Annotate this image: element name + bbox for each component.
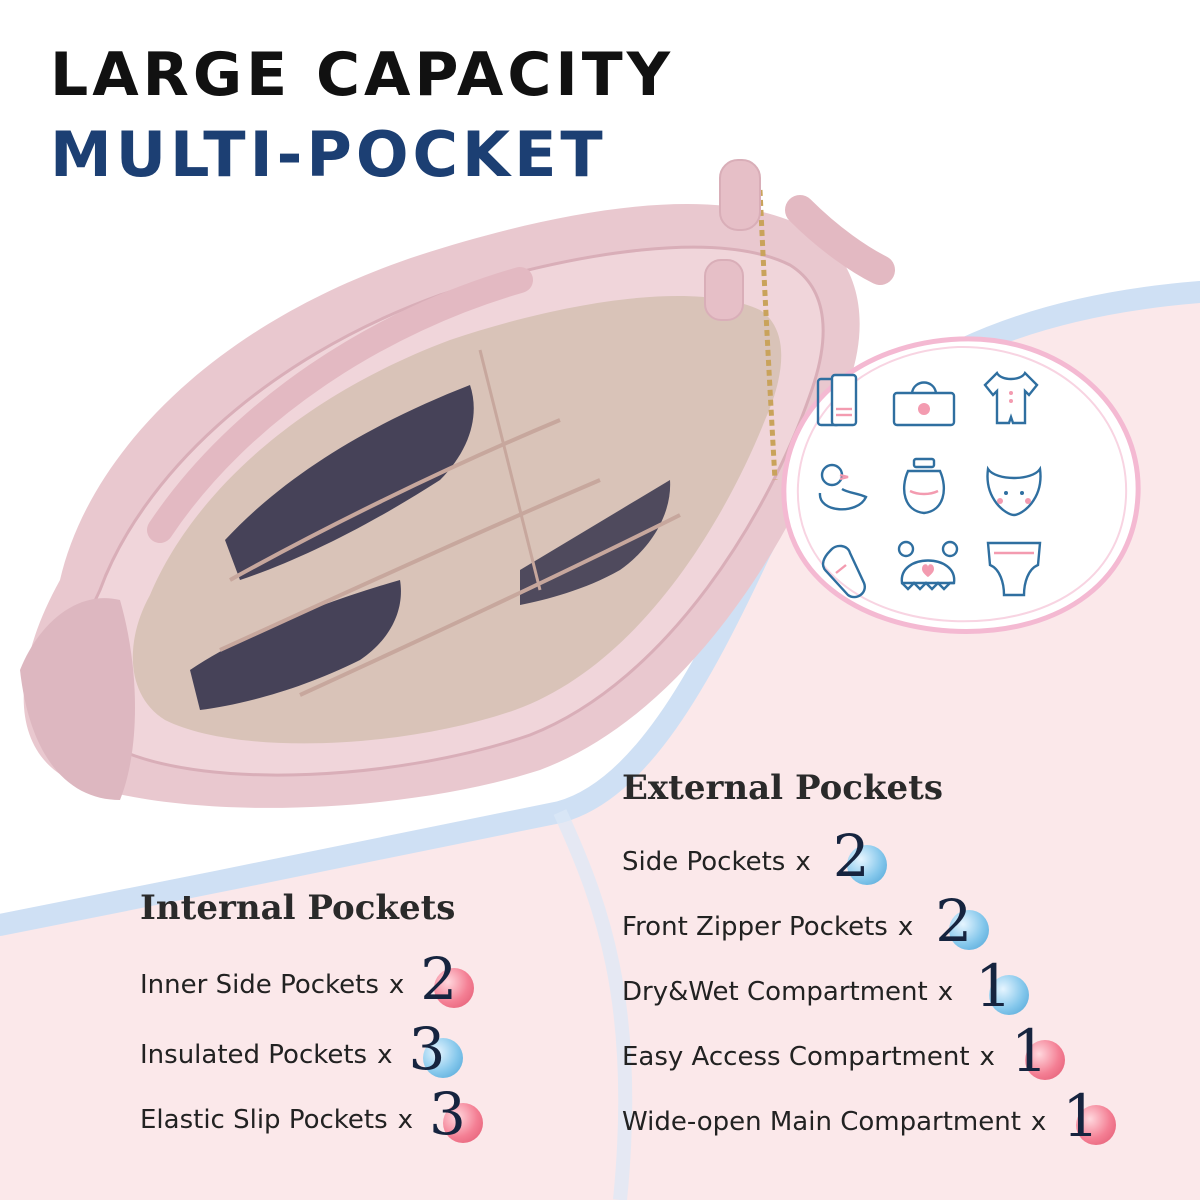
circle-outline xyxy=(781,336,1141,634)
formula-container-icon xyxy=(903,457,945,515)
count-badge: 2 xyxy=(933,890,995,958)
pink-bubble xyxy=(443,1103,484,1143)
pocket-label: Dry&Wet Compartment xyxy=(622,977,928,1007)
external-pocket-row: Easy Access Compartment x 1 xyxy=(622,1020,1071,1088)
internal-pocket-row: Insulated Pockets x 3 xyxy=(140,1018,469,1086)
bag-left-gusset xyxy=(20,598,135,800)
count-badge: 2 xyxy=(831,825,893,893)
pocket-divider-1 xyxy=(229,418,561,582)
zipper-pull-tab xyxy=(719,159,761,231)
baby-items-icon-circle xyxy=(781,336,1141,634)
bear-hat-icon xyxy=(897,540,959,591)
pocket-divider-2 xyxy=(219,478,601,652)
rubber-duck-icon xyxy=(818,463,868,511)
internal-pocket-row: Elastic Slip Pockets x 3 xyxy=(140,1083,489,1151)
multiply-sign: x xyxy=(979,1042,995,1072)
burp-cloth-icon xyxy=(816,373,858,427)
pocket-count: 2 xyxy=(420,945,458,1013)
blue-bubble xyxy=(949,910,990,950)
diaper-bag-illustration xyxy=(20,159,895,808)
pocket-count: 3 xyxy=(408,1015,446,1083)
multiply-sign: x xyxy=(377,1040,393,1070)
pocket-label: Elastic Slip Pockets xyxy=(140,1105,388,1135)
pink-bubble xyxy=(1076,1105,1117,1145)
wipes-box-icon xyxy=(892,381,956,427)
count-badge: 1 xyxy=(1060,1085,1122,1153)
internal-pocket-row: Inner Side Pockets x 2 xyxy=(140,948,480,1016)
headline-large-capacity: LARGE CAPACITY xyxy=(50,40,675,110)
multiply-sign: x xyxy=(795,847,811,877)
pocket-label: Front Zipper Pockets xyxy=(622,912,888,942)
zipper-pull-tab-2 xyxy=(704,259,744,321)
external-pocket-row: Dry&Wet Compartment x 1 xyxy=(622,955,1035,1023)
diaper-icon xyxy=(986,541,1042,597)
inner-pocket-dark-1 xyxy=(225,385,474,580)
pocket-label: Easy Access Compartment xyxy=(622,1042,970,1072)
pocket-label: Wide-open Main Compartment xyxy=(622,1107,1021,1137)
external-pockets-title: External Pockets xyxy=(622,768,944,808)
pocket-divider-3 xyxy=(299,513,681,697)
external-pocket-row: Front Zipper Pockets x 2 xyxy=(622,890,995,958)
external-pocket-row: Wide-open Main Compartment x 1 xyxy=(622,1085,1122,1153)
bib-icon xyxy=(986,465,1042,517)
baby-bottle-icon xyxy=(821,544,866,599)
bag-zipper xyxy=(757,189,778,481)
blue-bubble xyxy=(422,1038,463,1078)
blue-bubble xyxy=(846,845,887,885)
count-badge: 3 xyxy=(427,1083,489,1151)
pocket-count: 1 xyxy=(1062,1082,1100,1150)
count-badge: 1 xyxy=(1009,1020,1071,1088)
pink-bubble xyxy=(1024,1040,1065,1080)
onesie-icon xyxy=(983,370,1039,425)
pocket-count: 3 xyxy=(429,1080,466,1148)
bag-strap-right xyxy=(785,195,895,285)
pocket-label: Insulated Pockets xyxy=(140,1040,368,1070)
pocket-label: Side Pockets xyxy=(622,847,786,877)
pocket-count: 2 xyxy=(832,822,870,890)
headline-multi-pocket: MULTI-POCKET xyxy=(50,118,607,191)
external-pocket-row: Side Pockets x 2 xyxy=(622,825,893,893)
count-badge: 2 xyxy=(418,948,480,1016)
multiply-sign: x xyxy=(1030,1107,1047,1137)
pocket-count: 1 xyxy=(975,952,1013,1020)
pocket-count: 2 xyxy=(935,887,973,955)
multiply-sign: x xyxy=(397,1105,414,1135)
multiply-sign: x xyxy=(937,977,954,1007)
pocket-divider-4 xyxy=(478,349,542,591)
internal-pockets-title: Internal Pockets xyxy=(140,888,456,928)
count-badge: 3 xyxy=(407,1018,469,1086)
pink-bubble xyxy=(434,968,475,1008)
circle-outline-inner xyxy=(796,345,1128,623)
count-badge: 1 xyxy=(973,955,1035,1023)
bag-strap-top xyxy=(147,267,533,543)
inner-pocket-dark-2 xyxy=(190,580,401,710)
pocket-label: Inner Side Pockets xyxy=(140,970,379,1000)
pocket-count: 1 xyxy=(1010,1017,1048,1085)
blue-bubble xyxy=(989,975,1030,1015)
blue-ribbon-band-secondary xyxy=(553,809,633,1200)
multiply-sign: x xyxy=(388,970,405,1000)
multiply-sign: x xyxy=(897,912,914,942)
